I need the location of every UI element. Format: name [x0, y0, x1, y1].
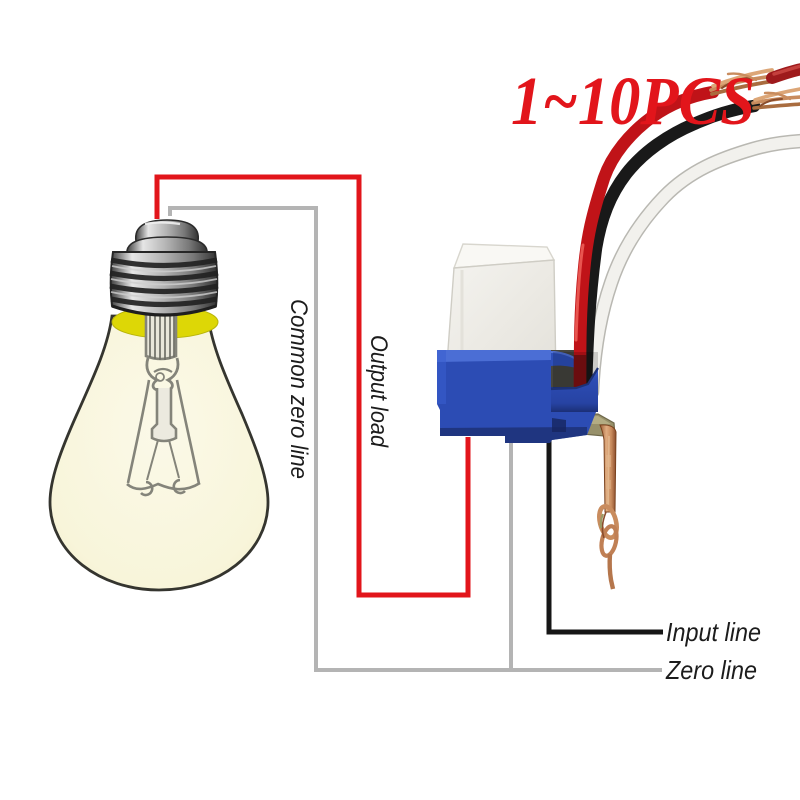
path-detail-4 [153, 367, 173, 373]
path-detail-30 [763, 91, 792, 101]
path-detail-29 [759, 98, 783, 107]
rect-detail-2 [606, 480, 611, 489]
path-detail-37 [607, 553, 616, 590]
base-back-lip [551, 352, 579, 369]
path-detail-7 [175, 379, 201, 485]
black-wire-copper-tip [751, 87, 800, 110]
polygon-detail-8 [552, 418, 566, 432]
bulb-cap [109, 219, 219, 317]
polygon-detail-9 [437, 350, 446, 404]
path-detail-14 [144, 221, 181, 226]
polygon-detail-7 [440, 427, 587, 443]
output-load-line [154, 174, 471, 598]
path-detail-24 [111, 304, 217, 317]
label-zero-line: Zero line [665, 655, 757, 685]
base-front-wall-edge [550, 367, 599, 391]
path-detail-12 [168, 439, 180, 479]
line-detail-11 [607, 435, 610, 510]
path-detail-8 [126, 481, 201, 491]
cap-thread-ridges [109, 257, 219, 308]
path-detail-23 [110, 291, 218, 299]
label-output-load: Output load [365, 335, 392, 448]
base-front-wall [551, 368, 598, 412]
light-bulb [48, 219, 270, 592]
input-line [546, 428, 663, 635]
path-detail-11 [146, 439, 159, 481]
path-detail-34 [721, 77, 751, 89]
red-wire [573, 85, 720, 397]
rect-detail-1 [606, 455, 611, 467]
exhaust-tube-hatch [149, 313, 175, 360]
white-wire [586, 135, 800, 398]
path-detail-27 [752, 102, 800, 110]
cap-thread-highlights [110, 265, 218, 299]
mounting-bracket [597, 424, 619, 590]
path-detail-22 [110, 278, 218, 286]
red-wire-stub-highlight [772, 64, 800, 76]
path-detail-19 [109, 283, 219, 295]
path-detail-33 [711, 68, 774, 88]
label-input-line: Input line [666, 617, 761, 647]
red-wire-highlight [574, 243, 585, 342]
path-detail-18 [109, 270, 219, 282]
path-detail-10 [172, 478, 186, 495]
bracket-twist [597, 504, 619, 590]
path-detail-35 [726, 72, 758, 82]
circuit-lines [154, 174, 663, 672]
bulb-filament [126, 312, 201, 497]
circle-detail-1 [155, 372, 165, 382]
ellipse-detail-2 [599, 524, 619, 558]
bulb-glass [48, 314, 270, 592]
photocell-switch [437, 63, 800, 590]
cable-wires [573, 63, 800, 400]
polygon-detail-5 [437, 350, 551, 362]
path-detail-17 [110, 257, 218, 269]
labels: 1~10PCS Common zero line Output load Inp… [285, 63, 761, 685]
path-detail-9 [140, 480, 154, 497]
path-detail-6 [126, 379, 151, 484]
black-wire [579, 99, 761, 397]
path-detail-5 [150, 388, 178, 443]
badge-text: 1~10PCS [511, 63, 755, 139]
path-detail-38 [599, 513, 605, 529]
path-detail-1 [144, 312, 178, 361]
common-zero-line [168, 206, 662, 672]
path-detail-20 [110, 296, 218, 308]
path-detail-36 [601, 511, 607, 539]
label-common-zero-line: Common zero line [285, 299, 312, 479]
path-detail-21 [111, 265, 217, 273]
